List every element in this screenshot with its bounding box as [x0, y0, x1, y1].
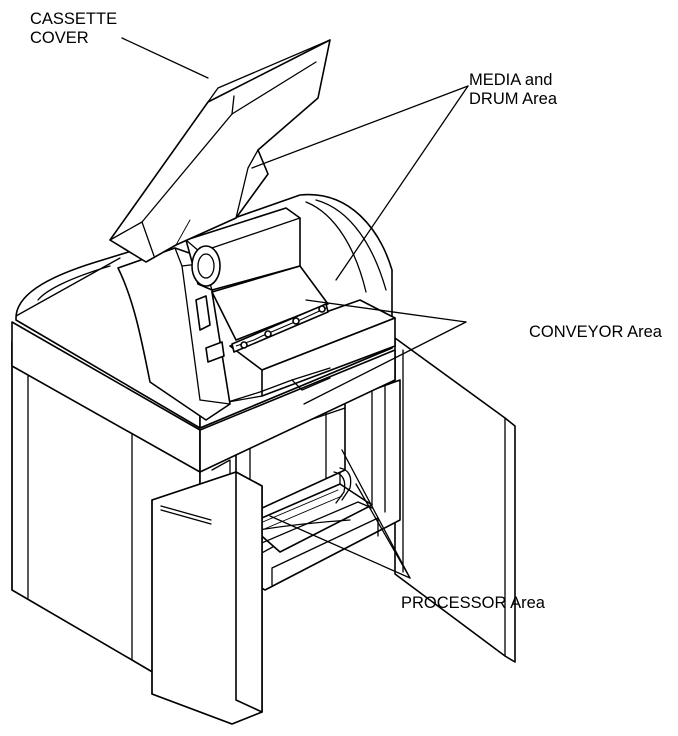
label-media-drum-line2: DRUM Area	[469, 90, 558, 108]
label-cassette-cover-line2: COVER	[30, 29, 89, 47]
label-cassette-cover-line1: CASSETTE	[30, 10, 118, 28]
right-cabinet-door	[394, 337, 516, 663]
label-processor: PROCESSOR Area	[401, 594, 545, 613]
label-conveyor-text: CONVEYOR Area	[529, 323, 662, 341]
leader-conveyor-2	[303, 321, 467, 405]
front-cabinet-door	[151, 471, 263, 725]
conveyor-rollers	[211, 265, 329, 353]
control-tower	[117, 247, 231, 421]
label-conveyor: CONVEYOR Area	[529, 323, 662, 342]
leader-processor-2	[341, 449, 411, 579]
label-processor-text: PROCESSOR Area	[401, 594, 545, 612]
cassette-cover-lid	[109, 39, 331, 263]
label-media-drum: MEDIA and DRUM Area	[469, 71, 557, 109]
leader-processor-1	[269, 515, 411, 579]
leader-lines	[121, 37, 469, 579]
body-band	[11, 321, 396, 473]
leader-media-drum-1	[251, 85, 469, 169]
label-cassette-cover: CASSETTE COVER	[30, 10, 117, 48]
leader-conveyor-1	[305, 299, 467, 323]
leader-processor-3	[355, 483, 411, 579]
leader-media-drum-2	[335, 85, 469, 281]
leader-cassette-cover	[121, 37, 209, 79]
label-media-drum-line1: MEDIA and	[469, 71, 553, 89]
